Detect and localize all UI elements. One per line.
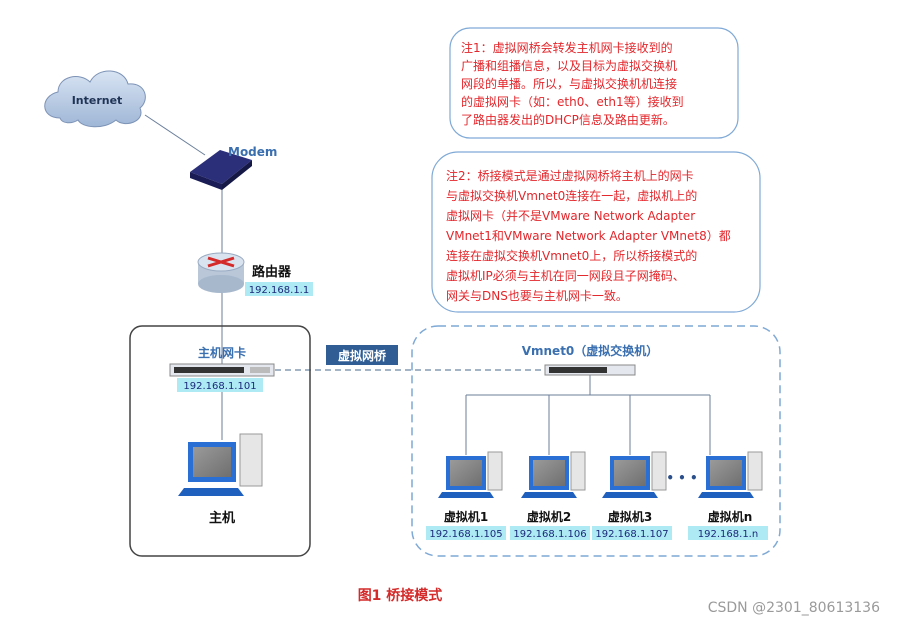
vm-label: 虚拟机2 (527, 509, 571, 524)
note-1-line: 了路由器发出的DHCP信息及路由更新。 (461, 112, 675, 127)
host-nic-icon (169, 363, 275, 377)
host-label: 主机 (209, 510, 235, 526)
vm-ip: 192.168.1.105 (429, 529, 502, 540)
vm-label: 虚拟机3 (608, 509, 652, 524)
vswitch-icon (544, 364, 636, 376)
note-2-line: 注2：桥接模式是通过虚拟网桥将主机上的网卡 (446, 168, 694, 183)
vm-label: 虚拟机n (708, 509, 753, 524)
watermark: CSDN @2301_80613136 (708, 600, 880, 616)
note-1: 注1：虚拟网桥会转发主机网卡接收到的 广播和组播信息，以及目标为虚拟交换机 网段… (449, 27, 739, 139)
note-2-line: VMnet1和VMware Network Adapter VMnet8）都 (446, 229, 731, 243)
note-2-line: 虚拟机IP必须与主机在同一网段且子网掩码、 (446, 268, 685, 283)
host-group: 主机网卡 192.168.1.101 主机 (129, 325, 311, 557)
router-ip: 192.168.1.1 (249, 285, 309, 296)
vm-ip: 192.168.1.n (698, 529, 758, 540)
bridge-label: 虚拟网桥 (338, 348, 387, 363)
connection-lines (144, 114, 711, 455)
vm-2: 虚拟机2 192.168.1.106 (510, 451, 590, 540)
vm-ellipsis: • • • (666, 471, 697, 485)
vm-ip: 192.168.1.107 (595, 529, 668, 540)
note-2-line: 网关与DNS也要与主机网卡一致。 (446, 289, 628, 303)
host-nic-label: 主机网卡 (198, 345, 246, 360)
vm-1: 虚拟机1 192.168.1.105 (426, 451, 506, 540)
note-1-line: 广播和组播信息，以及目标为虚拟交换机 (461, 58, 677, 73)
modem-label: Modem (228, 145, 277, 159)
note-2-line: 与虚拟交换机Vmnet0连接在一起，虚拟机上的 (446, 188, 697, 203)
modem-icon: Modem (190, 145, 277, 190)
note-2: 注2：桥接模式是通过虚拟网桥将主机上的网卡 与虚拟交换机Vmnet0连接在一起，… (431, 151, 761, 313)
vm-ip: 192.168.1.106 (513, 529, 586, 540)
note-1-line: 的虚拟网卡（如：eth0、eth1等）接收到 (461, 94, 684, 109)
note-1-line: 网段的单播。所以，与虚拟交换机机连接 (461, 76, 677, 91)
vmnet0-group: Vmnet0（虚拟交换机） (411, 325, 781, 557)
internet-label: Internet (72, 94, 123, 107)
note-1-line: 注1：虚拟网桥会转发主机网卡接收到的 (461, 40, 673, 55)
host-nic-ip: 192.168.1.101 (183, 381, 256, 392)
internet-cloud-icon: Internet (44, 70, 146, 128)
virtual-bridge: 虚拟网桥 (326, 345, 398, 365)
figure-caption: 图1 桥接模式 (358, 587, 443, 604)
note-2-line: 连接在虚拟交换机Vmnet0上，所以桥接模式的 (446, 248, 697, 263)
note-2-line: 虚拟网卡（并不是VMware Network Adapter (446, 209, 695, 223)
vswitch-label: Vmnet0（虚拟交换机） (522, 343, 659, 358)
vm-label: 虚拟机1 (444, 509, 488, 524)
host-computer-icon (178, 433, 263, 496)
vm-3: 虚拟机3 192.168.1.107 (592, 451, 672, 540)
vm-n: 虚拟机n 192.168.1.n (688, 451, 768, 540)
router-icon: 路由器 192.168.1.1 (197, 252, 313, 296)
router-label: 路由器 (252, 264, 292, 280)
